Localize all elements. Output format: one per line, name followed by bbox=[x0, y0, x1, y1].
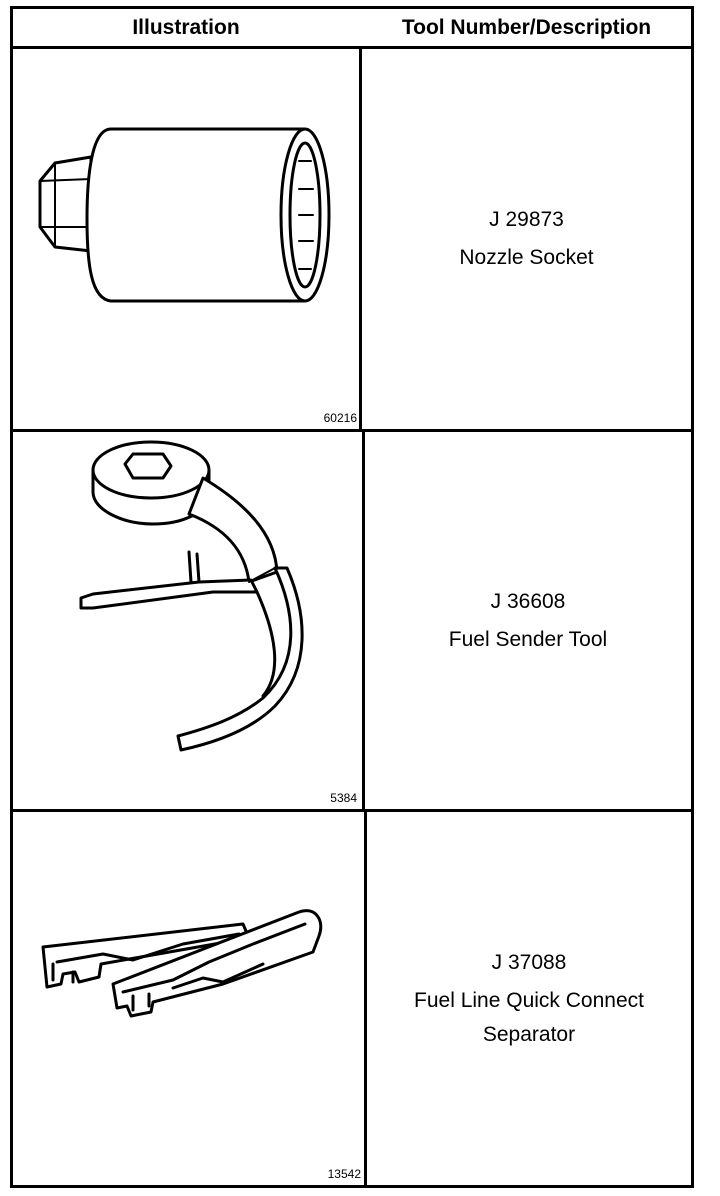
fuel-sender-tool-drawing bbox=[79, 440, 304, 752]
nozzle-socket-drawing bbox=[38, 127, 331, 303]
tool-description-cell: J 37088 Fuel Line Quick Connect Separato… bbox=[367, 812, 691, 1185]
illustration-cell: 5384 bbox=[13, 432, 362, 809]
tool-description-cell: J 36608 Fuel Sender Tool bbox=[365, 432, 691, 809]
quick-connect-separator-drawing bbox=[41, 909, 323, 1018]
column-divider bbox=[362, 432, 365, 809]
illustration-cell: 60216 bbox=[13, 49, 359, 429]
tool-number: J 37088 bbox=[491, 950, 567, 974]
column-divider bbox=[364, 812, 367, 1185]
tool-description: Fuel Line Quick Connect bbox=[414, 988, 644, 1012]
tool-description: Separator bbox=[482, 1022, 576, 1046]
figure-number: 5384 bbox=[330, 791, 357, 805]
tool-number: J 29873 bbox=[489, 208, 564, 231]
table-header: Illustration Tool Number/Description bbox=[13, 9, 691, 49]
tool-description: Nozzle Socket bbox=[459, 246, 594, 269]
tool-number: J 36608 bbox=[490, 589, 566, 613]
table-row: 60216 J 29873 Nozzle Socket bbox=[13, 49, 691, 432]
table-row: 5384 J 36608 Fuel Sender Tool bbox=[13, 432, 691, 812]
figure-number: 13542 bbox=[327, 1167, 361, 1181]
tool-description: Fuel Sender Tool bbox=[448, 627, 608, 651]
header-illustration: Illustration bbox=[132, 16, 240, 39]
illustration-cell: 13542 bbox=[13, 812, 364, 1185]
table-row: 13542 J 37088 Fuel Line Quick Connect Se… bbox=[13, 812, 691, 1185]
header-tool-description: Tool Number/Description bbox=[401, 16, 652, 39]
tool-table: Illustration Tool Number/Description bbox=[10, 6, 694, 1188]
column-divider bbox=[359, 49, 362, 429]
tool-description-cell: J 29873 Nozzle Socket bbox=[362, 49, 691, 429]
figure-number: 60216 bbox=[323, 411, 357, 425]
